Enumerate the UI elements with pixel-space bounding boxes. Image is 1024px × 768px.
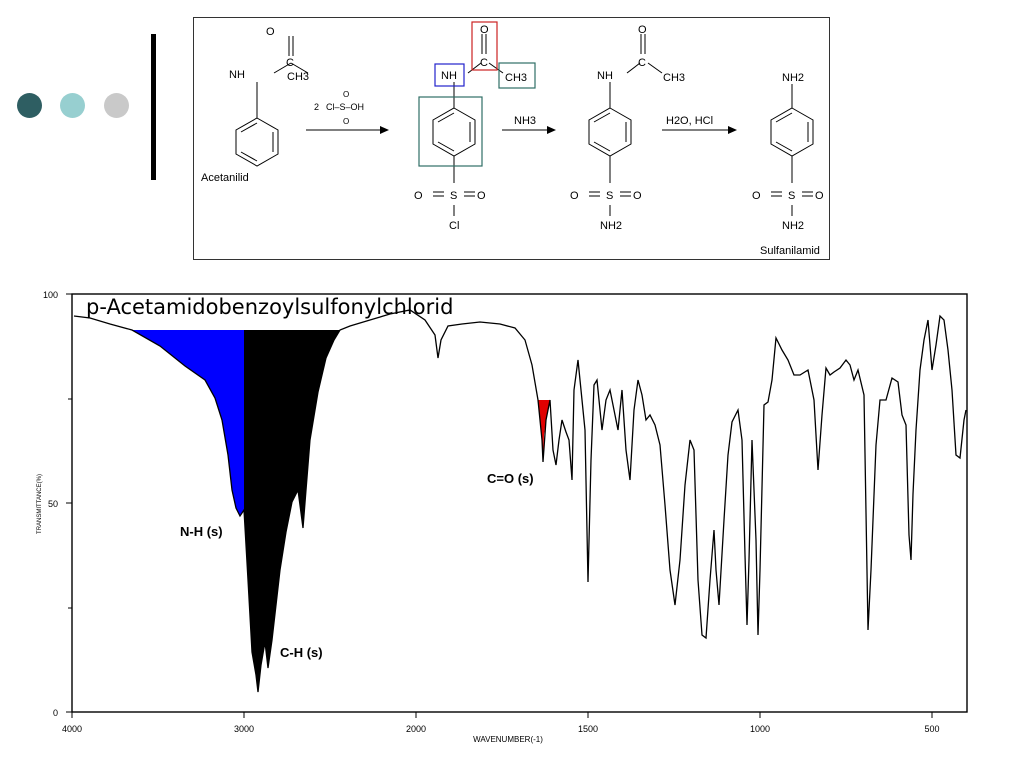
vertical-divider [151,34,156,180]
spectrum-line [73,309,967,693]
reagent-3: H2O, HCl [666,115,713,127]
nh-peak-fill [132,330,244,516]
annotation-co: C=O (s) [487,471,534,486]
atom-o: O [414,190,423,202]
annotation-nh: N-H (s) [180,524,223,539]
x-tick-500: 500 [924,724,939,734]
atom-o: O [815,190,824,202]
nh-highlight-box [434,63,465,87]
x-tick-1500: 1500 [578,724,598,734]
benzene-ring-2 [432,107,476,157]
benzene-ring-1 [235,117,279,167]
atom-ch3: CH3 [505,72,527,84]
y-axis-label: TRANSMITTANCE(%) [37,474,43,534]
atom-o: O [570,190,579,202]
atom-o: O [480,24,489,36]
reagent-2: NH3 [514,115,536,127]
atom-nh2: NH2 [782,220,804,232]
decor-dot-3 [104,93,129,118]
atom-s: S [606,190,613,202]
atom-nh: NH [229,69,245,81]
atom-ch3: CH3 [287,71,309,83]
atom-ch3: CH3 [663,72,685,84]
x-tick-3000: 3000 [234,724,254,734]
atom-s: S [450,190,457,202]
decor-dot-2 [60,93,85,118]
ir-spectrum-plot: 100 50 0 4000 3000 2000 1500 1000 500 WA… [37,290,968,744]
x-tick-2000: 2000 [406,724,426,734]
atom-nh: NH [597,70,613,82]
ring-highlight-box [418,96,483,167]
acetanilid-label: Acetanilid [201,172,249,184]
ir-spectrum: 100 50 0 4000 3000 2000 1500 1000 500 WA… [0,280,1024,768]
co-peak-fill [538,400,550,462]
benzene-ring-3 [588,107,632,157]
benzene-ring-4 [770,107,814,157]
x-tick-4000: 4000 [62,724,82,734]
atom-c: C [286,57,294,69]
annotation-ch: C-H (s) [280,645,323,660]
reaction-scheme: O C NH CH3 Acetanilid 2 Cl–S–OH O O O C … [193,17,830,260]
ch3-highlight-box [498,62,536,89]
atom-c: C [480,57,488,69]
x-axis-label: WAVENUMBER(-1) [473,735,543,744]
y-tick-100: 100 [43,290,58,300]
reagent-1-o-bottom: O [343,117,349,126]
reagent-1-coef: 2 [314,102,319,112]
decor-dot-1 [17,93,42,118]
reagent-1-formula: Cl–S–OH [326,102,364,112]
atom-o: O [477,190,486,202]
reaction-arrow-3 [728,126,737,134]
atom-o: O [752,190,761,202]
reagent-1-o-top: O [343,90,349,99]
reaction-arrow-2 [547,126,556,134]
atom-nh: NH [441,70,457,82]
y-tick-50: 50 [48,499,58,509]
reaction-arrow-1 [380,126,389,134]
atom-cl: Cl [449,220,459,232]
x-tick-1000: 1000 [750,724,770,734]
sulfanilamid-label: Sulfanilamid [760,245,820,257]
atom-s: S [788,190,795,202]
atom-c: C [638,57,646,69]
atom-nh2: NH2 [600,220,622,232]
atom-nh2-top: NH2 [782,72,804,84]
atom-o: O [266,26,275,38]
atom-o: O [638,24,647,36]
spectrum-title: p-Acetamidobenzoylsulfonylchlorid [86,295,454,319]
atom-o: O [633,190,642,202]
reaction-scheme-drawing: O C NH CH3 Acetanilid 2 Cl–S–OH O O O C … [201,21,824,257]
ch-peak-fill [244,330,340,692]
y-tick-0: 0 [53,708,58,718]
co-highlight-box [471,21,498,71]
